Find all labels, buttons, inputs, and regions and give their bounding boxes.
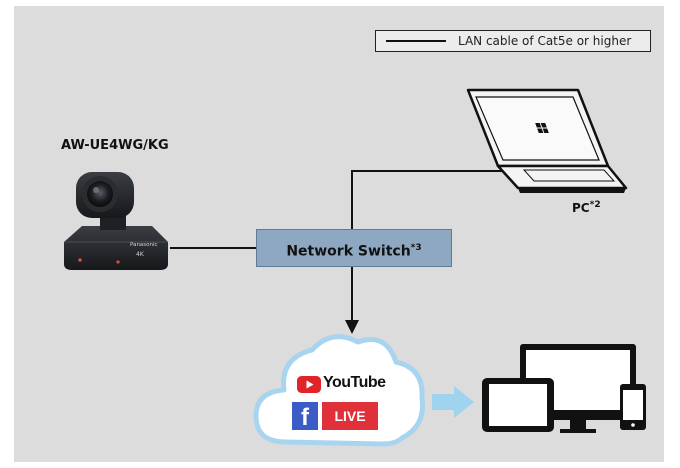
- facebook-letter: f: [301, 404, 309, 431]
- camera-brand-text: Panasonic: [130, 242, 158, 248]
- network-switch-text: Network Switch: [286, 243, 411, 260]
- network-switch-footnote: *3: [410, 243, 422, 253]
- youtube-play-icon: [297, 376, 321, 393]
- camera-icon: Panasonic 4K: [64, 172, 168, 270]
- live-label: LIVE: [334, 408, 366, 424]
- legend-label: LAN cable of Cat5e or higher: [458, 34, 632, 48]
- youtube-label: YouTube: [323, 374, 386, 391]
- laptop-icon: [466, 88, 628, 193]
- pc-to-switch-cable: [351, 170, 528, 229]
- network-switch-box: Network Switch*3: [256, 229, 452, 267]
- down-arrow-icon: [345, 320, 359, 334]
- camera-model-label: AW-UE4WG/KG: [61, 138, 169, 153]
- facebook-icon: f: [292, 402, 318, 431]
- live-badge: LIVE: [322, 402, 378, 430]
- arrow-right-icon: [432, 386, 474, 418]
- pc-footnote: *2: [589, 200, 601, 210]
- devices-icon: [482, 344, 646, 433]
- lan-cable-line-sample: [386, 40, 446, 42]
- pc-label-text: PC: [572, 201, 590, 215]
- camera-4k-badge: 4K: [136, 251, 145, 258]
- network-switch-label: Network Switch*3: [257, 230, 451, 270]
- legend: LAN cable of Cat5e or higher: [375, 30, 651, 52]
- pc-label: PC*2: [572, 200, 601, 215]
